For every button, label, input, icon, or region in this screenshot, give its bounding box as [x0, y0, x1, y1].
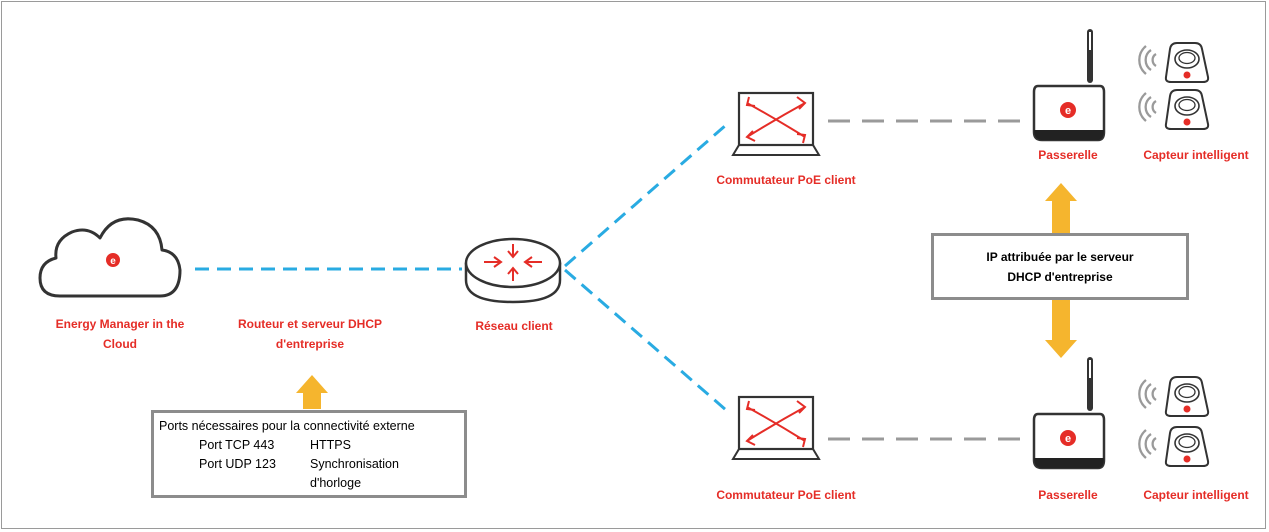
- port-udp: Port UDP 123: [199, 457, 276, 471]
- wireless-signal-icon: [1138, 44, 1158, 76]
- arrow-up-icon: [296, 375, 328, 409]
- network-label: Réseau client: [475, 319, 553, 333]
- gateway-bottom-label: Passerelle: [1038, 488, 1098, 502]
- arrow-shaft: [1052, 216, 1070, 234]
- arrow-shaft: [1052, 300, 1070, 326]
- link-router-switch-bottom: [564, 268, 727, 412]
- switch-bottom-label: Commutateur PoE client: [716, 488, 856, 502]
- wireless-signal-icon: [1138, 378, 1158, 410]
- cloud-icon: e: [38, 217, 182, 298]
- poe-switch-icon: [731, 91, 821, 157]
- sensor-bottom-label: Capteur intelligent: [1143, 488, 1249, 502]
- port-tcp-purpose: HTTPS: [310, 438, 351, 452]
- link-router-switch-top: [564, 123, 727, 268]
- arrow-down-icon: [1045, 324, 1077, 358]
- router-dhcp-label: Routeur et serveur DHCP d'entreprise: [237, 317, 383, 351]
- wireless-signal-icon: [1138, 91, 1158, 123]
- smart-sensor-icon: [1164, 42, 1210, 83]
- ports-box: Ports nécessaires pour la connectivité e…: [151, 410, 467, 498]
- router-icon: [464, 237, 562, 304]
- gateway-top-label: Passerelle: [1038, 148, 1098, 162]
- port-tcp: Port TCP 443: [199, 438, 275, 452]
- smart-sensor-icon: [1164, 426, 1210, 467]
- smart-sensor-icon: [1164, 376, 1210, 417]
- gateway-icon: [1034, 360, 1104, 468]
- port-udp-purpose: Synchronisation d'horloge: [310, 457, 399, 490]
- gateway-icon: [1034, 32, 1104, 140]
- dhcp-note-box: IP attribuée par le serveur DHCP d'entre…: [931, 233, 1189, 300]
- svg-text:e: e: [110, 256, 116, 267]
- poe-switch-icon: [731, 395, 821, 461]
- cloud-label: Energy Manager in the Cloud: [55, 317, 185, 351]
- switch-top-label: Commutateur PoE client: [716, 173, 856, 187]
- ports-title: Ports nécessaires pour la connectivité e…: [159, 419, 415, 433]
- arrow-up-icon: [1045, 183, 1077, 217]
- sensor-top-label: Capteur intelligent: [1143, 148, 1249, 162]
- wireless-signal-icon: [1138, 428, 1158, 460]
- dhcp-note-text: IP attribuée par le serveur DHCP d'entre…: [986, 250, 1134, 284]
- smart-sensor-icon: [1164, 89, 1210, 130]
